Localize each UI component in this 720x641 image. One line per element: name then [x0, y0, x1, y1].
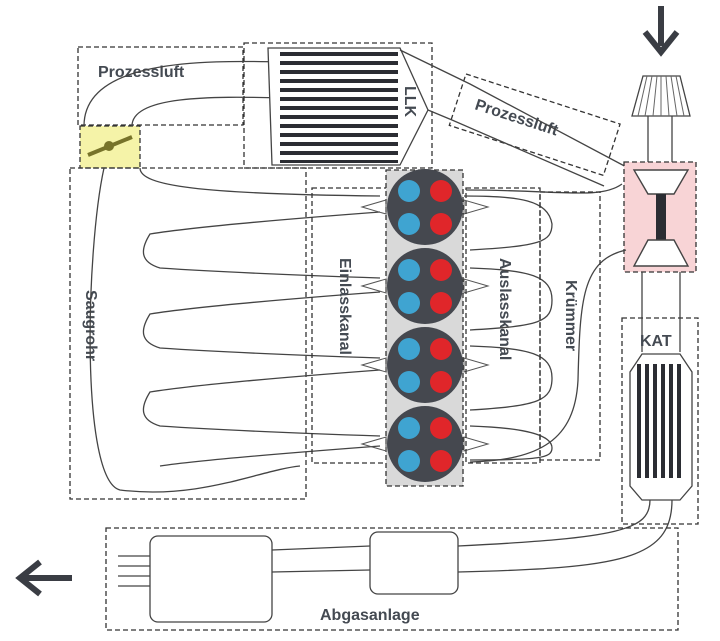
exhaust-valve: [430, 371, 452, 393]
intake-valve: [398, 371, 420, 393]
arrow-left-icon: [15, 559, 72, 597]
cylinder-1: [387, 169, 463, 245]
arrow-down-icon: [642, 6, 680, 57]
intake-runners: [142, 211, 381, 467]
cylinder-3: [387, 327, 463, 403]
saugrohr-region: [69, 167, 307, 500]
exhaust-valve: [430, 213, 452, 235]
kruemmer-label: Krümmer: [562, 280, 579, 351]
pipe-llk-turbo-bottom: [427, 109, 605, 187]
tailpipes: [118, 555, 150, 587]
kat-region: [621, 317, 699, 525]
pipe-saugrohr-outer: [89, 167, 301, 493]
turbocharger: [632, 169, 690, 267]
exhaust-valve: [430, 450, 452, 472]
kruemmer-region: [539, 191, 601, 461]
cylinder-2: [387, 248, 463, 324]
prozessluft-top-region: [77, 46, 244, 126]
einlasskanal-label: Einlasskanal: [336, 258, 353, 355]
intake-valve: [398, 213, 420, 235]
throttle-valve-icon: [79, 125, 141, 169]
exhaust-valve: [430, 292, 452, 314]
auslasskanal-label: Auslasskanal: [496, 258, 513, 360]
exhaust-valve: [430, 180, 452, 202]
intake-valve: [398, 292, 420, 314]
einlasskanal-region: [311, 187, 391, 464]
intake-valve: [398, 180, 420, 202]
pipe-throttle-llk-outer: [83, 60, 283, 127]
valve-stems: [360, 199, 490, 452]
intake-valve: [398, 450, 420, 472]
pipe-throttle-llk-inner: [131, 96, 283, 127]
abgasanlage-region: [105, 527, 679, 631]
llk-region: [243, 42, 433, 169]
muffler-rear: [149, 535, 273, 623]
prozessluft-top-label: Prozessluft: [98, 64, 185, 81]
kat-core: [637, 364, 681, 478]
abgasanlage-label: Abgasanlage: [320, 607, 420, 624]
pipe-throttle-plenum: [139, 167, 381, 197]
exhaust-valve: [430, 417, 452, 439]
pipe-kat-exhaust-top: [457, 499, 651, 547]
muffler-center: [369, 531, 459, 595]
intake-valve: [398, 417, 420, 439]
cylinder-4: [387, 406, 463, 482]
exhaust-valve: [430, 259, 452, 281]
pipe-kat-exhaust-bottom: [457, 499, 673, 573]
pipe-llk-turbo-top: [399, 49, 633, 171]
prozessluft-diag-label: Prozessluft: [473, 97, 561, 140]
intake-valve: [398, 338, 420, 360]
exhaust-valve: [430, 338, 452, 360]
llk-core: [280, 52, 398, 163]
pipe-muffler-link-top: [271, 545, 371, 551]
llk-label: LLK: [401, 86, 418, 118]
air-filter-icon: [631, 75, 691, 117]
exhaust-runners: [463, 183, 627, 463]
pipe-muffler-link-bottom: [271, 569, 371, 573]
intake-valve: [398, 259, 420, 281]
kat-label: KAT: [640, 333, 672, 350]
